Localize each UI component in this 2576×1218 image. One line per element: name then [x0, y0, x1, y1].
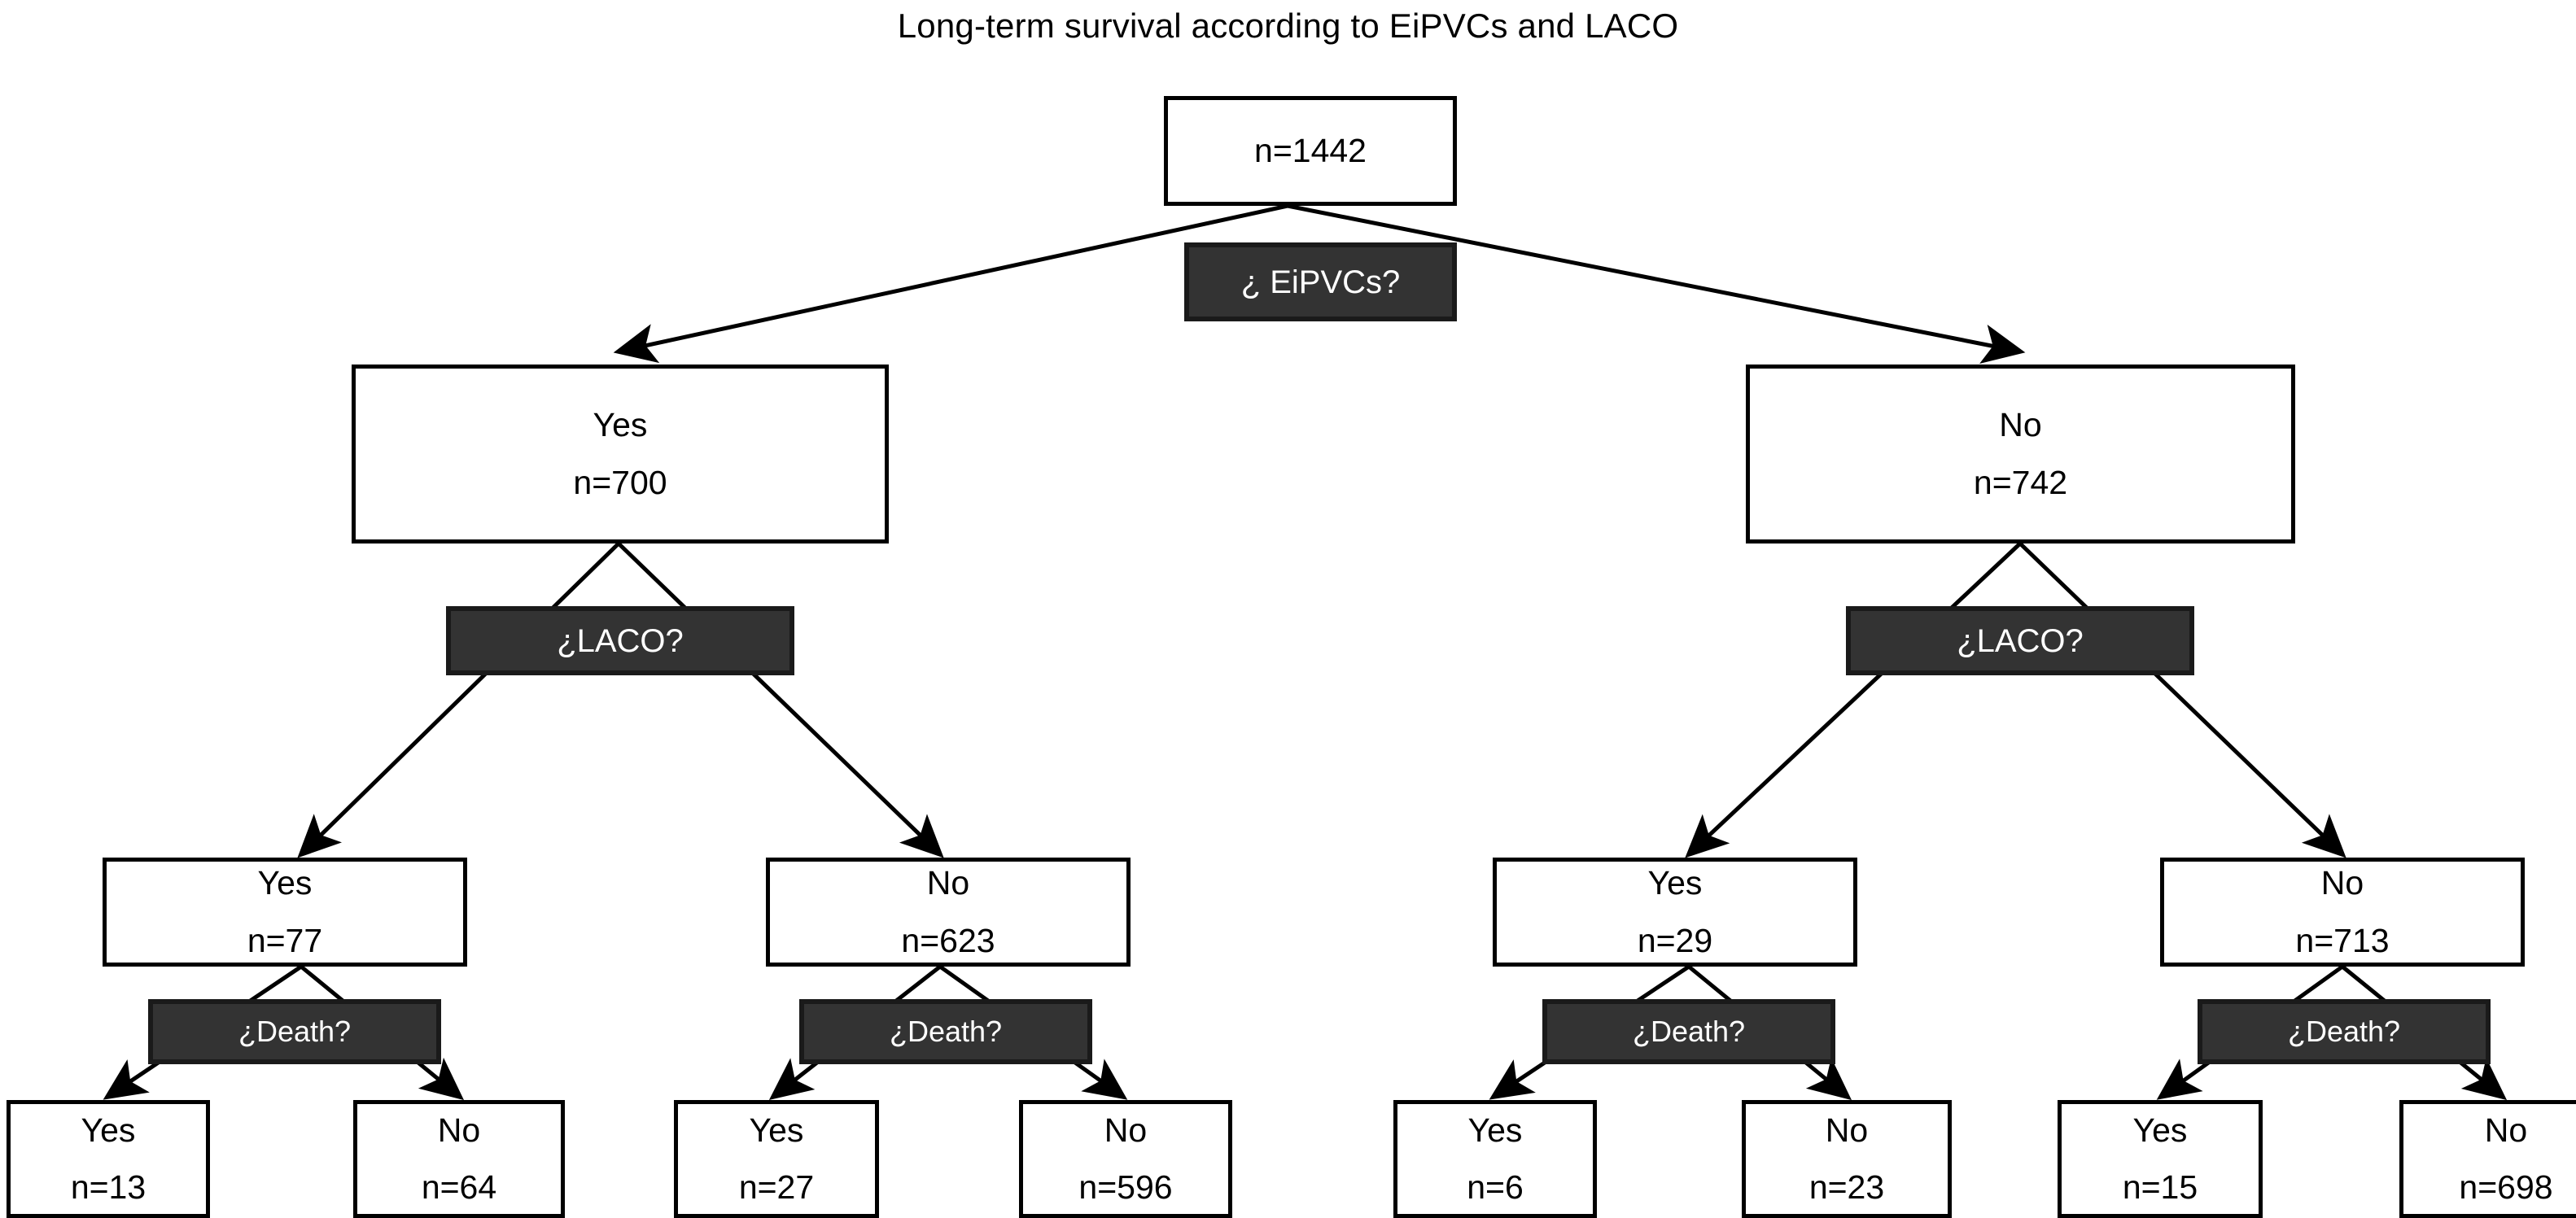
decision-laco-left-label: ¿LACO? [557, 622, 684, 659]
node-root-count: n=1442 [1254, 131, 1367, 169]
decision-laco-right-label: ¿LACO? [1957, 622, 2084, 659]
node-laco-right-no-answer: No [2320, 863, 2364, 901]
leaf-death-4-yes-count: n=15 [2122, 1168, 2198, 1206]
node-eipvcs-no[interactable]: No n=742 [1746, 365, 2295, 544]
decision-laco-right[interactable]: ¿LACO? [1846, 606, 2194, 675]
leaf-death-2-no[interactable]: No n=596 [1019, 1100, 1232, 1218]
leaf-death-2-no-count: n=596 [1078, 1168, 1173, 1206]
node-laco-left-no-answer: No [926, 863, 970, 901]
leaf-death-1-yes[interactable]: Yes n=13 [7, 1100, 210, 1218]
leaf-death-4-no-answer: No [2484, 1111, 2528, 1150]
leaf-death-1-yes-answer: Yes [81, 1111, 136, 1150]
leaf-death-3-yes-count: n=6 [1467, 1168, 1524, 1206]
node-eipvcs-no-count: n=742 [1973, 464, 2068, 501]
edge-yes700-to-no623 [617, 542, 944, 858]
decision-eipvcs-label: ¿ EiPVCs? [1240, 264, 1401, 300]
leaf-death-1-no[interactable]: No n=64 [353, 1100, 565, 1218]
leaf-death-4-yes[interactable]: Yes n=15 [2058, 1100, 2263, 1218]
edge-no742-to-no713 [2018, 542, 2346, 858]
leaf-death-3-no-count: n=23 [1808, 1168, 1885, 1206]
leaf-death-2-yes[interactable]: Yes n=27 [674, 1100, 879, 1218]
node-eipvcs-no-answer: No [1999, 405, 2042, 443]
node-laco-left-yes-count: n=77 [247, 922, 323, 959]
leaf-death-3-yes-answer: Yes [1467, 1111, 1523, 1150]
decision-death-4[interactable]: ¿Death? [2198, 999, 2491, 1064]
node-eipvcs-yes-answer: Yes [593, 405, 648, 443]
decision-death-4-label: ¿Death? [2287, 1015, 2401, 1048]
node-laco-right-no[interactable]: No n=713 [2160, 858, 2525, 967]
node-laco-right-yes-answer: Yes [1647, 863, 1703, 901]
leaf-death-1-yes-count: n=13 [70, 1168, 147, 1206]
decision-death-1[interactable]: ¿Death? [148, 999, 441, 1064]
edge-no742-to-yes29 [1685, 542, 2022, 858]
leaf-death-1-no-answer: No [437, 1111, 481, 1150]
leaf-death-3-no-answer: No [1825, 1111, 1869, 1150]
node-laco-left-no-count: n=623 [901, 922, 995, 959]
node-eipvcs-yes[interactable]: Yes n=700 [352, 365, 889, 544]
leaf-death-2-yes-count: n=27 [738, 1168, 815, 1206]
leaf-death-4-no[interactable]: No n=698 [2399, 1100, 2576, 1218]
leaf-death-2-no-answer: No [1104, 1111, 1148, 1150]
decision-laco-left[interactable]: ¿LACO? [446, 606, 794, 675]
node-laco-left-yes[interactable]: Yes n=77 [103, 858, 467, 967]
node-laco-left-no[interactable]: No n=623 [766, 858, 1131, 967]
node-laco-left-yes-answer: Yes [257, 863, 313, 901]
page-title: Long-term survival according to EiPVCs a… [897, 7, 1679, 45]
node-eipvcs-yes-count: n=700 [573, 464, 667, 501]
leaf-death-1-no-count: n=64 [421, 1168, 497, 1206]
decision-death-3-label: ¿Death? [1632, 1015, 1746, 1048]
leaf-death-3-no[interactable]: No n=23 [1742, 1100, 1952, 1218]
node-root[interactable]: n=1442 [1164, 96, 1457, 206]
decision-death-2[interactable]: ¿Death? [799, 999, 1092, 1064]
edge-yes700-to-yes77 [297, 542, 620, 858]
leaf-death-2-yes-answer: Yes [749, 1111, 804, 1150]
node-laco-right-no-count: n=713 [2295, 922, 2390, 959]
leaf-death-4-yes-answer: Yes [2132, 1111, 2188, 1150]
node-laco-right-yes[interactable]: Yes n=29 [1493, 858, 1857, 967]
decision-death-1-label: ¿Death? [238, 1015, 352, 1048]
node-laco-right-yes-count: n=29 [1637, 922, 1713, 959]
decision-eipvcs[interactable]: ¿ EiPVCs? [1184, 242, 1457, 321]
decision-death-2-label: ¿Death? [889, 1015, 1003, 1048]
decision-death-3[interactable]: ¿Death? [1542, 999, 1835, 1064]
leaf-death-3-yes[interactable]: Yes n=6 [1393, 1100, 1597, 1218]
leaf-death-4-no-count: n=698 [2459, 1168, 2553, 1206]
